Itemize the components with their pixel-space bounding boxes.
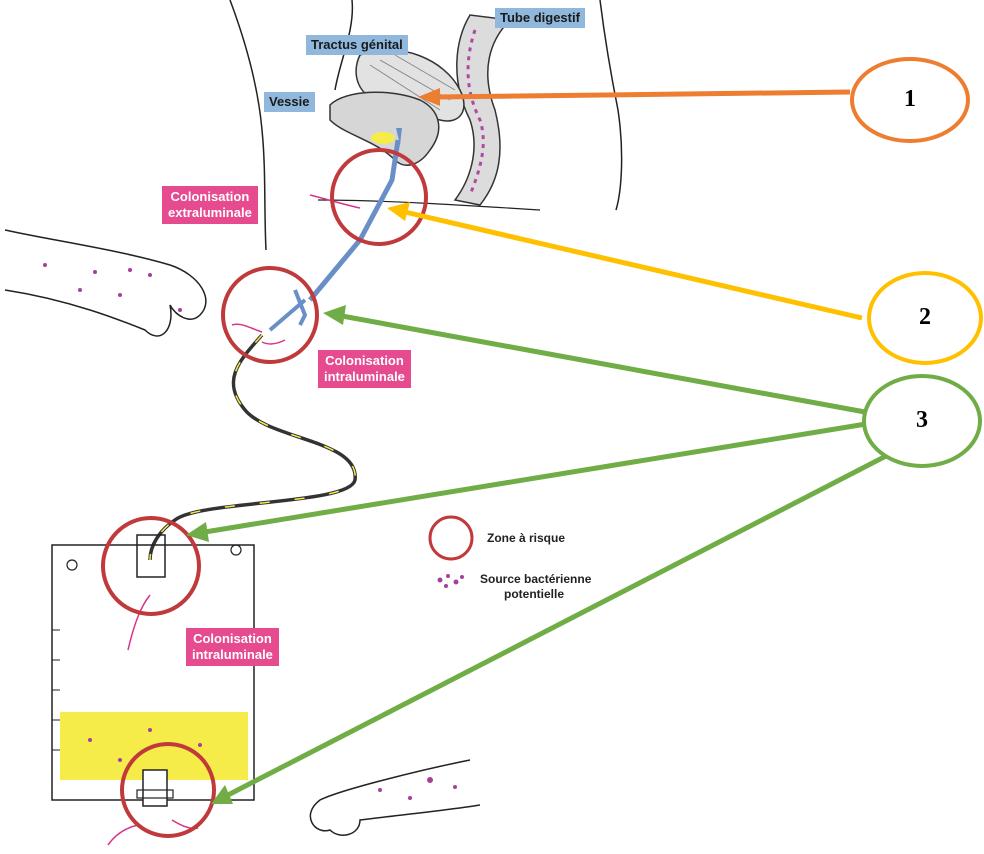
buttock-outline bbox=[599, 0, 623, 211]
drainage-tube bbox=[148, 333, 357, 561]
digestive-tube bbox=[453, 14, 512, 206]
lower-hand-bacteria bbox=[378, 777, 457, 800]
upper-hand-bacteria bbox=[43, 263, 182, 312]
colonisation-intra1-line1: Colonisation bbox=[325, 353, 404, 368]
lower-hand bbox=[309, 759, 481, 836]
catheter-tip bbox=[396, 128, 402, 145]
catheter-junction bbox=[268, 289, 308, 332]
label-vessie: Vessie bbox=[264, 92, 315, 112]
label-tube-digestif: Tube digestif bbox=[495, 8, 585, 28]
catheter-urethra bbox=[308, 139, 401, 302]
callout-number-3: 3 bbox=[916, 407, 928, 433]
bag-hole-left bbox=[66, 559, 78, 571]
body-outline bbox=[229, 0, 267, 251]
bag-scale bbox=[52, 629, 60, 751]
bag-outlet-valve bbox=[142, 769, 168, 807]
label-tractus-genital: Tractus génital bbox=[306, 35, 408, 55]
colonisation-extra-line2: extraluminale bbox=[168, 205, 252, 220]
callout-number-1: 1 bbox=[904, 86, 916, 112]
colonisation-intra2-line1: Colonisation bbox=[193, 631, 272, 646]
bag-bacteria bbox=[88, 728, 202, 762]
legend-source-bacterienne: Source bactérienne potentielle bbox=[480, 572, 591, 602]
legend-source-line2: potentielle bbox=[504, 587, 565, 601]
legend-source-line1: Source bactérienne bbox=[480, 572, 592, 586]
legend-zone-risque: Zone à risque bbox=[487, 531, 566, 545]
callout-arrow-2 bbox=[387, 202, 863, 321]
bag-inlet-connector bbox=[136, 534, 166, 578]
callout-number-2: 2 bbox=[919, 304, 931, 330]
colonisation-intra2-line2: intraluminale bbox=[192, 647, 273, 662]
legend-bacteria-icon bbox=[437, 574, 464, 588]
bag-hole-right bbox=[230, 544, 242, 556]
colonisation-intra1-line2: intraluminale bbox=[324, 369, 405, 384]
label-colonisation-extraluminale: Colonisation extraluminale bbox=[162, 186, 258, 224]
callout-oval-3 bbox=[862, 374, 982, 468]
callout-oval-2 bbox=[867, 271, 983, 365]
perineum-line bbox=[317, 199, 541, 211]
upper-hand bbox=[4, 229, 207, 337]
callout-arrows-3 bbox=[186, 305, 892, 804]
callout-arrow-1 bbox=[418, 88, 851, 106]
risk-circles bbox=[101, 148, 428, 838]
bladder bbox=[329, 91, 440, 166]
label-colonisation-intraluminale-2: Colonisation intraluminale bbox=[186, 628, 279, 666]
colonisation-extra-line1: Colonisation bbox=[170, 189, 250, 204]
digestive-inner bbox=[466, 29, 485, 196]
contamination-arrows bbox=[107, 194, 361, 846]
label-colonisation-intraluminale-1: Colonisation intraluminale bbox=[318, 350, 411, 388]
bladder-urine bbox=[371, 132, 395, 144]
bag-outlet-clamp bbox=[136, 789, 174, 799]
legend-risk-circle bbox=[428, 515, 474, 561]
callout-oval-1 bbox=[850, 57, 970, 143]
